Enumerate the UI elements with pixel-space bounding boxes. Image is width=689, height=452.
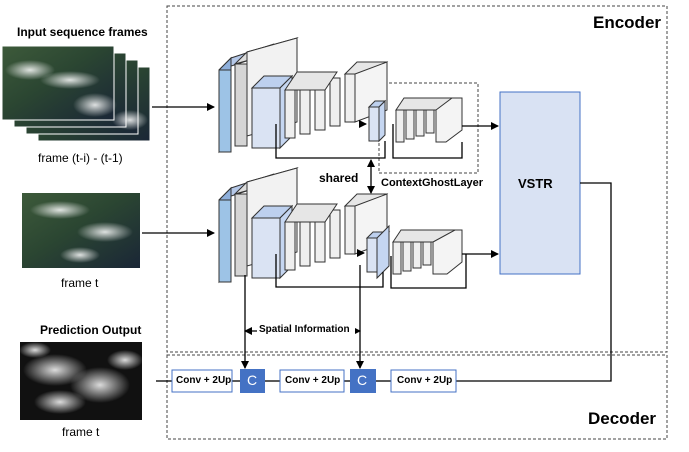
shared-label: shared <box>319 171 359 185</box>
prediction-output-title: Prediction Output <box>40 323 142 337</box>
input-sequence-images <box>1 45 151 142</box>
frame-t-image <box>22 193 140 268</box>
decoder-concat1-box <box>240 369 265 393</box>
concat2-label: C <box>357 372 368 388</box>
input-sequence-title: Input sequence frames <box>17 25 148 39</box>
decoder-conv2-box <box>279 369 345 393</box>
encoder-region <box>166 5 668 353</box>
frame-t-output-label: frame t <box>62 425 100 439</box>
conv3-label: Conv + 2Up <box>397 375 453 386</box>
encoder-label: Encoder <box>593 13 662 32</box>
bottom-encoder-blocks <box>218 167 463 284</box>
decoder-concat2-box <box>350 369 376 393</box>
frame-t-label: frame t <box>61 276 99 290</box>
prediction-output-image <box>19 342 143 420</box>
concat1-label: C <box>247 372 258 388</box>
spatial-information-label: Spatial Information <box>259 324 350 335</box>
decoder-conv3-box <box>390 369 457 393</box>
conv2-label: Conv + 2Up <box>285 375 341 386</box>
conv1-label: Conv + 2Up <box>176 375 232 386</box>
top-encoder-blocks <box>218 37 463 154</box>
decoder-label: Decoder <box>588 409 657 428</box>
frame-sequence-label: frame (t-i) - (t-1) <box>38 151 123 165</box>
vstr-label: VSTR <box>518 176 553 191</box>
decoder-region <box>166 354 668 440</box>
context-ghost-layer-label: ContextGhostLayer <box>381 177 484 189</box>
decoder-conv1-box <box>171 369 233 393</box>
